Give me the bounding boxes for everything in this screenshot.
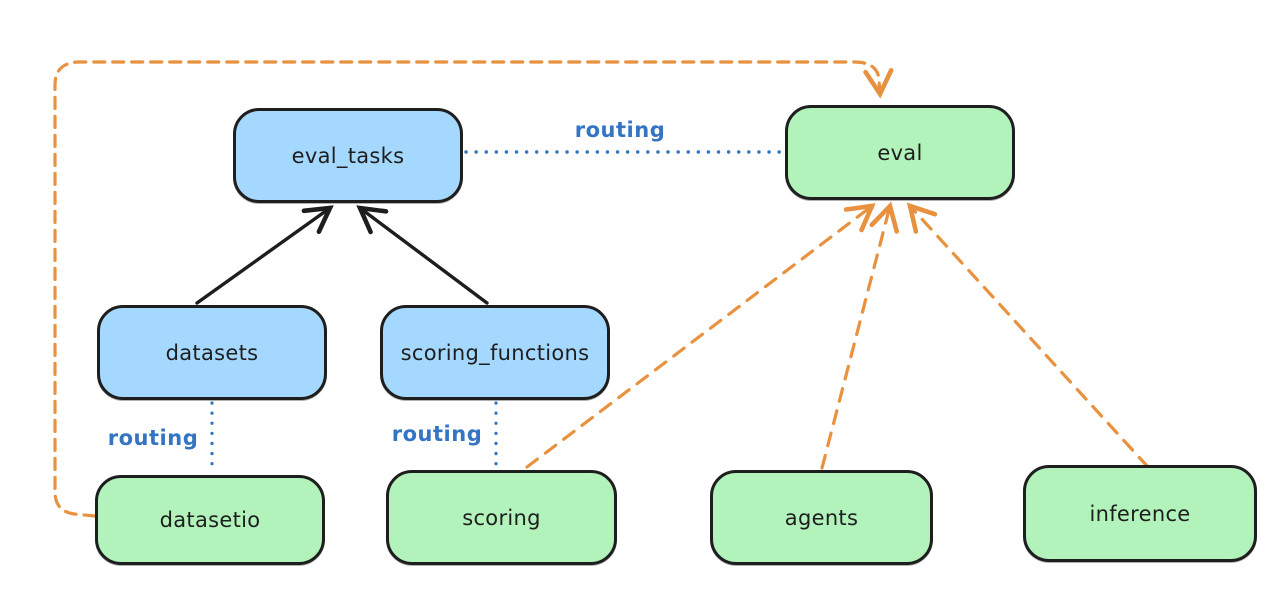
edge-agents-eval-dashed-orange [820, 201, 899, 470]
node-datasetio-label: datasetio [159, 508, 261, 532]
node-datasetio: datasetio [95, 475, 325, 565]
node-scoring-label: scoring [462, 505, 541, 530]
node-scoring: scoring [386, 470, 617, 565]
node-scoring-functions-label: scoring_functions [400, 340, 590, 365]
node-eval: eval [785, 105, 1015, 200]
edge-inference-eval-dashed-orange [906, 202, 1150, 469]
node-inference-label: inference [1089, 501, 1191, 526]
node-datasets: datasets [97, 305, 327, 400]
routing-label-datasets-datasetio: routing [107, 426, 199, 450]
node-datasets-label: datasets [165, 340, 259, 365]
node-eval-tasks-label: eval_tasks [291, 143, 405, 168]
node-agents: agents [710, 470, 933, 565]
edge-datasetio-eval-dashed-orange [53, 60, 894, 518]
node-eval-label: eval [877, 140, 923, 165]
node-eval-tasks: eval_tasks [233, 108, 463, 203]
edge-datasets-eval_tasks-arrow [195, 205, 334, 305]
node-inference: inference [1023, 465, 1257, 562]
edge-scoring-eval-dashed-orange [525, 203, 876, 469]
routing-label-eval-tasks-eval: routing [574, 118, 666, 142]
routing-label-scoring-functions-scoring: routing [391, 422, 483, 446]
node-scoring-functions: scoring_functions [380, 305, 610, 400]
node-agents-label: agents [784, 505, 859, 530]
edge-scoring_functions-eval_tasks-arrow [356, 205, 489, 305]
